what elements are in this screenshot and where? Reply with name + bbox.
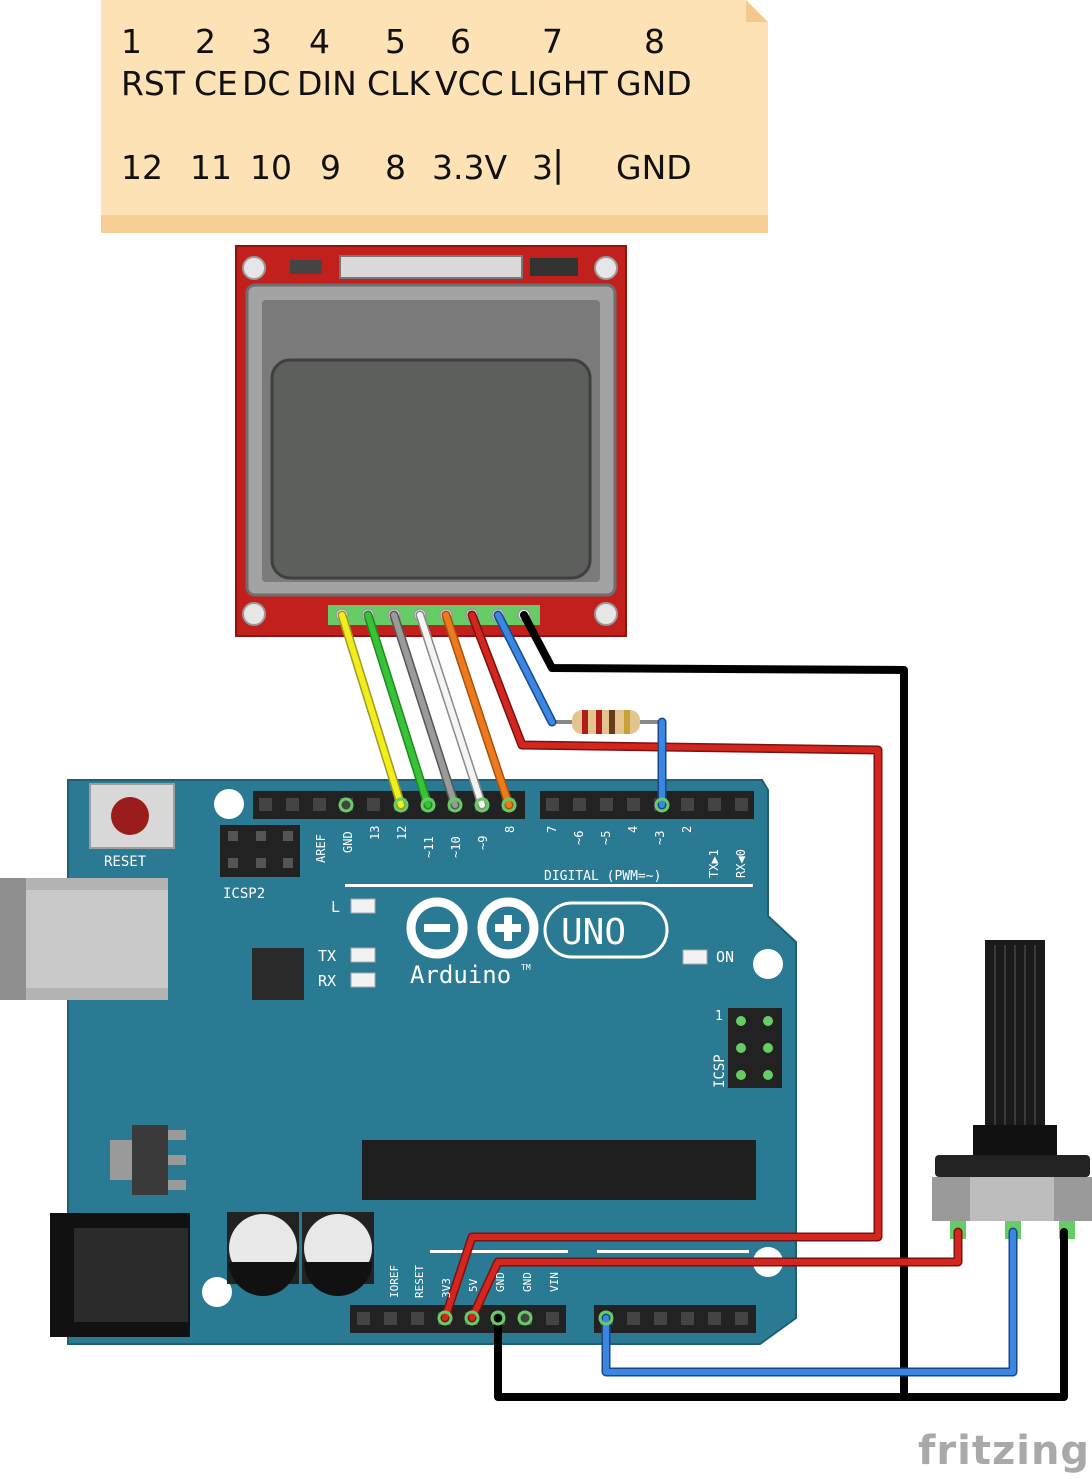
lcd-pin-ce: CE xyxy=(194,64,238,103)
arduino-uno-board xyxy=(0,779,797,1345)
led-tx xyxy=(350,947,376,963)
pin-label-5: ~5 xyxy=(599,831,613,845)
fritzing-logo: fritzing xyxy=(918,1428,1091,1474)
nokia-5110-lcd-module xyxy=(235,245,627,637)
power-header xyxy=(350,1305,566,1333)
pin-number-1: 1 xyxy=(121,22,142,61)
mount-hole-tr xyxy=(594,256,618,280)
lcd-screen xyxy=(270,358,592,580)
arduino-pin-10: 10 xyxy=(250,148,292,187)
analog-header xyxy=(594,1305,756,1333)
icsp2-label: ICSP2 xyxy=(223,886,265,902)
pin-label-reset: RESET xyxy=(413,1265,426,1298)
pin-number-7: 7 xyxy=(542,22,563,61)
note-bottom-strip xyxy=(101,215,768,233)
pin-label-gnd: GND xyxy=(341,831,355,853)
arduino-tm: TM xyxy=(521,963,531,972)
pin-label-gnd2: GND xyxy=(521,1272,534,1292)
pin-label-vin: VIN xyxy=(548,1272,561,1292)
mount-hole-bl xyxy=(242,602,266,626)
uno-badge xyxy=(543,901,669,959)
reset-label: RESET xyxy=(104,854,147,870)
digital-label: DIGITAL (PWM=~) xyxy=(544,869,661,884)
board-hole xyxy=(214,789,244,819)
arduino-pin-3: 3 xyxy=(532,148,553,187)
arduino-pin-11: 11 xyxy=(190,148,232,187)
pin-label-8: 8 xyxy=(503,826,517,833)
atmega-chip xyxy=(362,1140,756,1200)
note-fold-corner xyxy=(746,0,768,22)
capacitor xyxy=(227,1212,299,1296)
uno-badge-text: UNO xyxy=(561,912,626,953)
led-l xyxy=(350,898,376,914)
pin-number-8: 8 xyxy=(644,22,665,61)
led-l-label: L xyxy=(331,898,340,916)
voltage-regulator xyxy=(132,1125,168,1195)
pin-label-13: 13 xyxy=(368,826,382,840)
digital-header-right xyxy=(540,791,754,819)
arduino-pin-3v3: 3.3V xyxy=(432,148,508,187)
pin-label-aref: AREF xyxy=(314,834,328,863)
mount-hole-br xyxy=(594,602,618,626)
lcd-top-connector xyxy=(339,255,523,279)
pin-label-7: 7 xyxy=(545,826,559,833)
led-tx-label: TX xyxy=(318,947,336,965)
text-cursor: | xyxy=(552,144,565,185)
pin-label-4: 4 xyxy=(626,826,640,833)
arduino-logo xyxy=(406,897,539,959)
pin-number-5: 5 xyxy=(385,22,406,61)
pin-label-3v3: 3V3 xyxy=(440,1278,453,1298)
pin-label-rx0: RX◀0 xyxy=(734,849,748,878)
wire-gnd-black xyxy=(494,611,908,1401)
capacitor xyxy=(302,1212,374,1296)
arduino-pin-8: 8 xyxy=(385,148,406,187)
reset-button[interactable] xyxy=(89,783,175,849)
led-on-label: ON xyxy=(716,948,734,966)
pin-label-5v: 5V xyxy=(467,1278,480,1292)
pin-mapping-note: 1 2 3 4 5 6 7 8 RST CE DC DIN CLK VCC LI… xyxy=(101,0,768,233)
pin-label-ioref: IOREF xyxy=(388,1265,401,1298)
arduino-pin-gnd: GND xyxy=(616,148,692,187)
board-hole xyxy=(753,949,783,979)
arduino-pin-9: 9 xyxy=(320,148,341,187)
pin-number-3: 3 xyxy=(251,22,272,61)
lcd-pin-clk: CLK xyxy=(367,64,431,103)
lcd-pin-vcc: VCC xyxy=(435,64,504,103)
pin-label-9: ~9 xyxy=(476,836,490,850)
pin-number-6: 6 xyxy=(450,22,471,61)
board-hole xyxy=(202,1277,232,1307)
pin-label-12: 12 xyxy=(395,826,409,840)
pin-label-10: ~10 xyxy=(449,836,463,858)
icsp-pin1-label: 1 xyxy=(715,1009,723,1024)
resistor xyxy=(552,710,662,734)
pin-number-4: 4 xyxy=(309,22,330,61)
pin-label-gnd1: GND xyxy=(494,1272,507,1292)
lcd-pin-light: LIGHT xyxy=(509,64,608,103)
icsp-label: ICSP xyxy=(712,1054,728,1088)
lcd-pin-gnd: GND xyxy=(616,64,692,103)
pin-label-2: 2 xyxy=(680,826,694,833)
pin-number-2: 2 xyxy=(195,22,216,61)
lcd-pin-header xyxy=(328,605,540,625)
led-rx-label: RX xyxy=(318,972,336,990)
led-rx xyxy=(350,972,376,988)
led-on xyxy=(682,949,708,965)
pin-label-11: ~11 xyxy=(422,836,436,858)
pin-label-3: ~3 xyxy=(653,831,667,845)
wires xyxy=(337,610,1068,1401)
lcd-pin-din: DIN xyxy=(297,64,357,103)
arduino-logo-text: Arduino xyxy=(410,961,511,989)
mount-hole-tl xyxy=(242,256,266,280)
potentiometer xyxy=(932,940,1092,1239)
arduino-pin-12: 12 xyxy=(121,148,163,187)
atmega-chip-small xyxy=(252,948,304,1000)
pin-label-tx1: TX▶1 xyxy=(707,849,721,878)
pin-label-6: ~6 xyxy=(572,831,586,845)
lcd-pin-rst: RST xyxy=(121,64,186,103)
lcd-pin-dc: DC xyxy=(242,64,291,103)
